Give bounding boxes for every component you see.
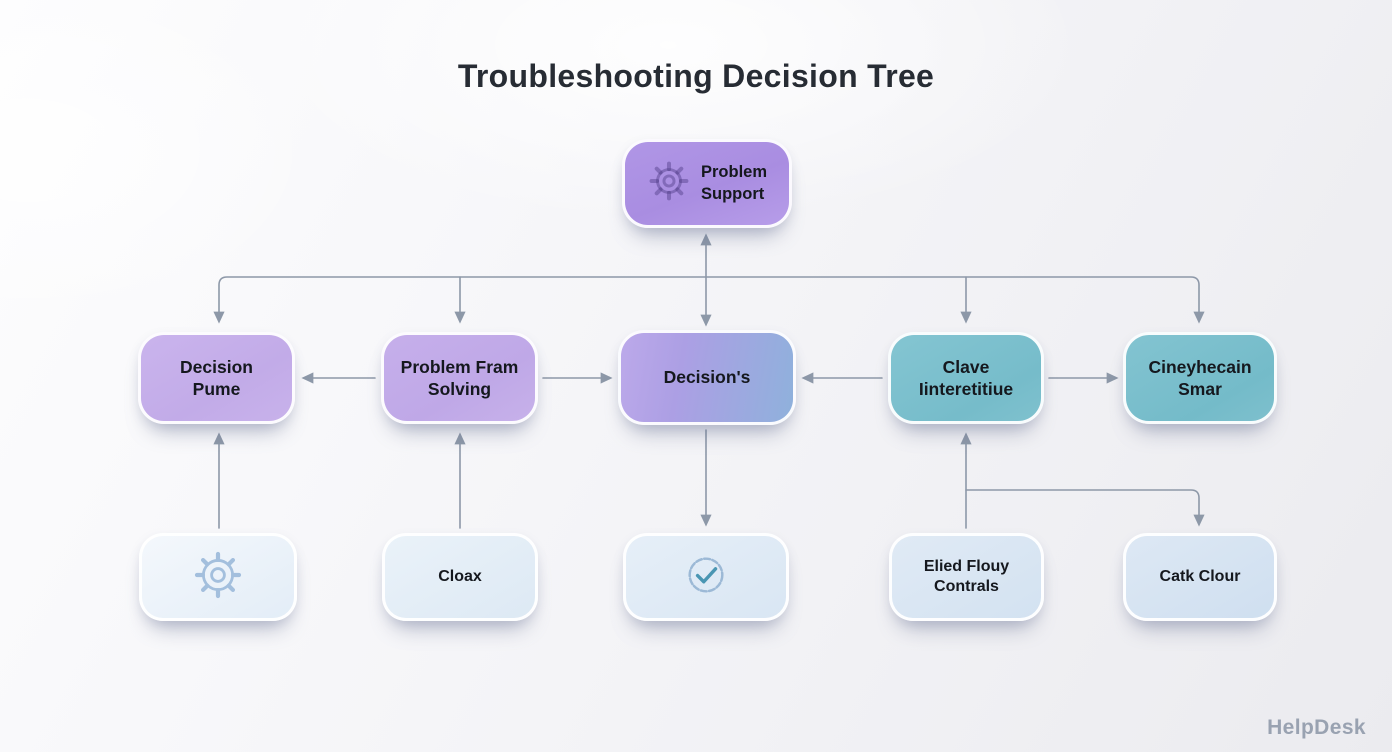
- gear-icon: [647, 159, 691, 208]
- node-label: Problem Support: [701, 163, 768, 203]
- node-label: Clave Iinteretitiue: [918, 356, 1014, 399]
- page-title: Troubleshooting Decision Tree: [457, 58, 935, 94]
- node-elied-flouy-contrals: Elied Flouy Contrals: [889, 533, 1044, 621]
- node-cineyhecain-smar: Cineyhecain Smar: [1123, 332, 1277, 424]
- node-label: Problem Fram Solving: [400, 356, 519, 399]
- helpdesk-watermark: HelpDesk: [1267, 716, 1366, 739]
- check-badge-icon: [679, 548, 733, 607]
- node-gear: [139, 533, 297, 621]
- gear-icon: [190, 547, 246, 608]
- node-check: [623, 533, 789, 621]
- node-catk-clour: Catk Clour: [1123, 533, 1277, 621]
- node-problem-fram-solving: Problem Fram Solving: [381, 332, 538, 424]
- node-clave-interetitue: Clave Iinteretitiue: [888, 332, 1044, 424]
- node-label: Cineyhecain Smar: [1148, 356, 1252, 399]
- node-decisions: Decision's: [618, 330, 796, 425]
- node-cloax: Cloax: [382, 533, 538, 621]
- node-label: Decision's: [663, 367, 751, 388]
- node-decision-pume: Decision Pume: [138, 332, 295, 424]
- node-label: Cloax: [438, 567, 482, 585]
- node-problem-support: Problem Support: [622, 139, 792, 228]
- node-label: Catk Clour: [1159, 567, 1241, 585]
- node-label: Elied Flouy Contrals: [923, 557, 1010, 595]
- node-label: Decision Pume: [180, 356, 253, 399]
